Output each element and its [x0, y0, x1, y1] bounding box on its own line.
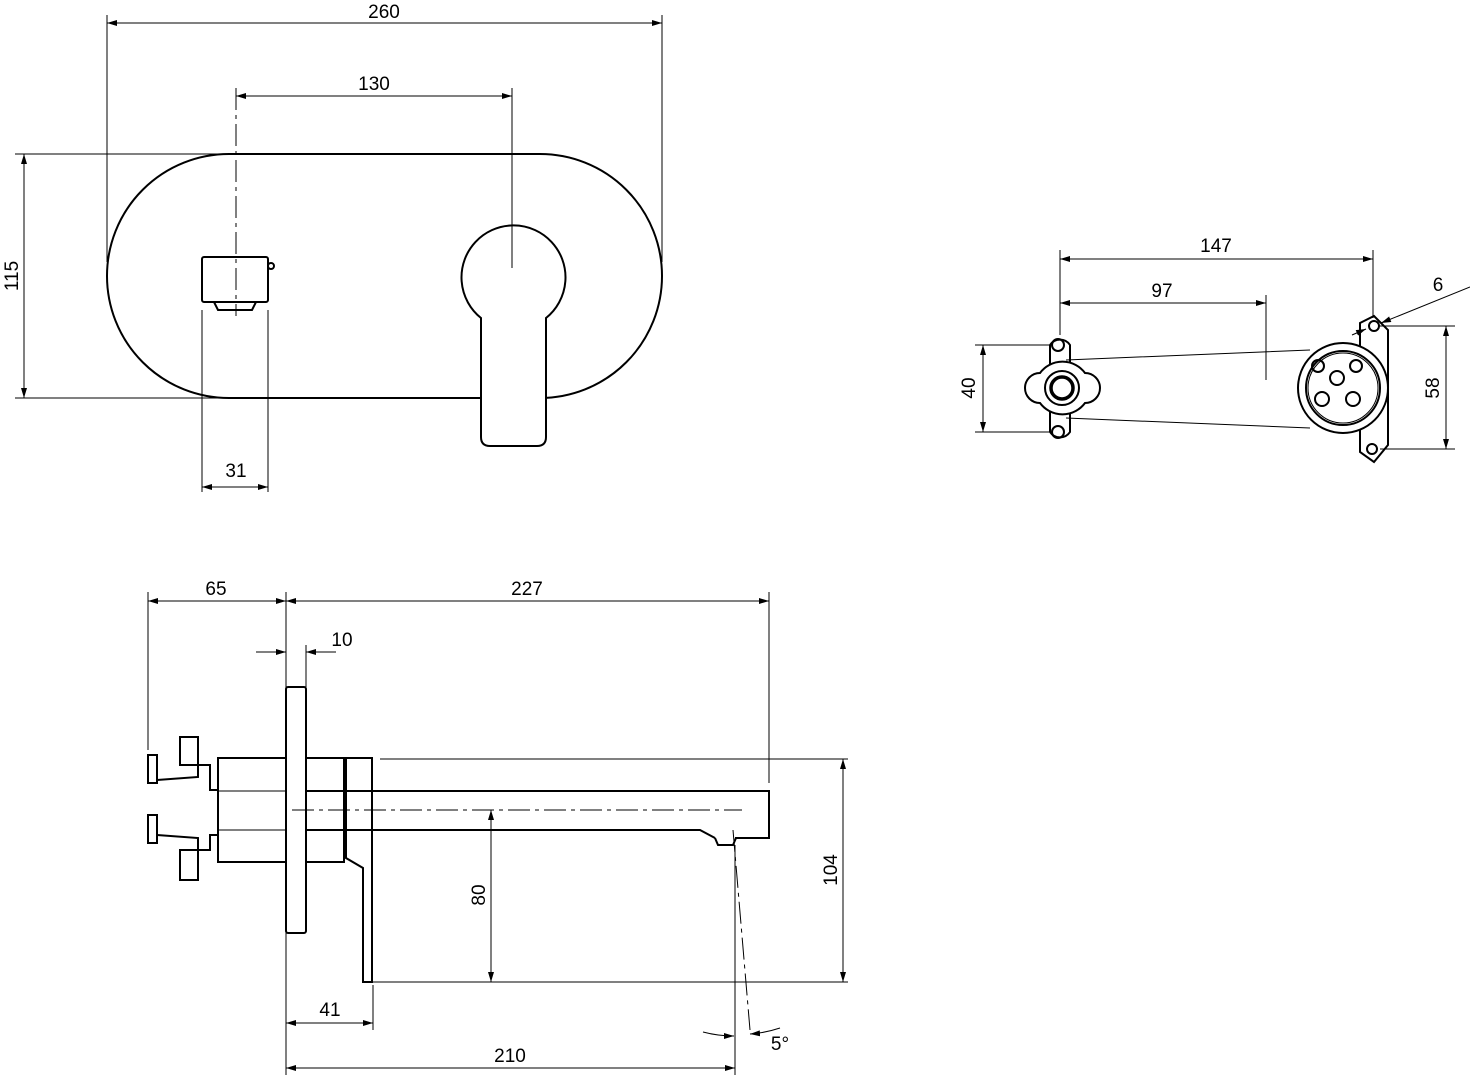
dim-left-mount-spacing: 40 — [959, 377, 980, 398]
spout-screw — [267, 262, 275, 270]
dim-handle-depth: 65 — [205, 579, 226, 600]
valve-ring — [1305, 350, 1381, 426]
port-hole — [1345, 391, 1361, 407]
dim-projection: 227 — [511, 579, 543, 600]
mount-hole — [1368, 320, 1380, 332]
spout-aerator — [714, 837, 737, 846]
spout-outlet — [201, 256, 269, 303]
dim-overall-length: 147 — [1200, 236, 1232, 257]
handle-arm — [147, 754, 158, 784]
dim-hole-diameter: 6 — [1433, 275, 1444, 296]
cover-bracket — [345, 757, 373, 983]
mount-hole — [1051, 425, 1065, 439]
dim-width-overall: 260 — [368, 2, 400, 23]
dim-spout-height: 80 — [469, 884, 490, 905]
dim-spout-reach: 210 — [494, 1046, 526, 1067]
port-hole — [1314, 391, 1330, 407]
dim-spout-width: 31 — [225, 461, 246, 482]
dim-right-mount-spacing: 58 — [1423, 377, 1444, 398]
handle-arm — [179, 849, 199, 881]
aerator — [213, 301, 257, 311]
mount-hole — [1051, 338, 1065, 352]
cover-plate — [106, 153, 663, 399]
mixer-handle — [460, 224, 567, 447]
side-view: 65 227 10 80 104 41 210 5° — [147, 579, 848, 1075]
dim-body-centre: 97 — [1151, 281, 1172, 302]
dim-cover-depth: 41 — [319, 1000, 340, 1021]
handle-arm — [179, 736, 199, 766]
front-view: 260 130 115 31 — [2, 2, 663, 492]
dim-plate-thickness: 10 — [331, 630, 352, 651]
rough-in-body-view: 147 97 6 40 58 — [959, 236, 1470, 464]
dim-centre-distance: 130 — [358, 74, 390, 95]
port-hole — [1311, 359, 1325, 373]
dim-overall-height: 104 — [821, 854, 842, 886]
port-hole — [1329, 370, 1345, 386]
port-hole — [1349, 359, 1363, 373]
mount-hole — [1366, 443, 1378, 455]
spout — [306, 790, 770, 839]
outlet-bore — [1049, 375, 1075, 401]
dim-height: 115 — [2, 261, 23, 291]
dim-outlet-angle: 5° — [771, 1034, 789, 1055]
handle-arm — [147, 814, 158, 844]
outlet-flange — [1024, 360, 1101, 416]
valve-body — [1297, 342, 1389, 434]
outlet-ring — [1044, 370, 1080, 406]
valve-housing — [217, 757, 287, 863]
